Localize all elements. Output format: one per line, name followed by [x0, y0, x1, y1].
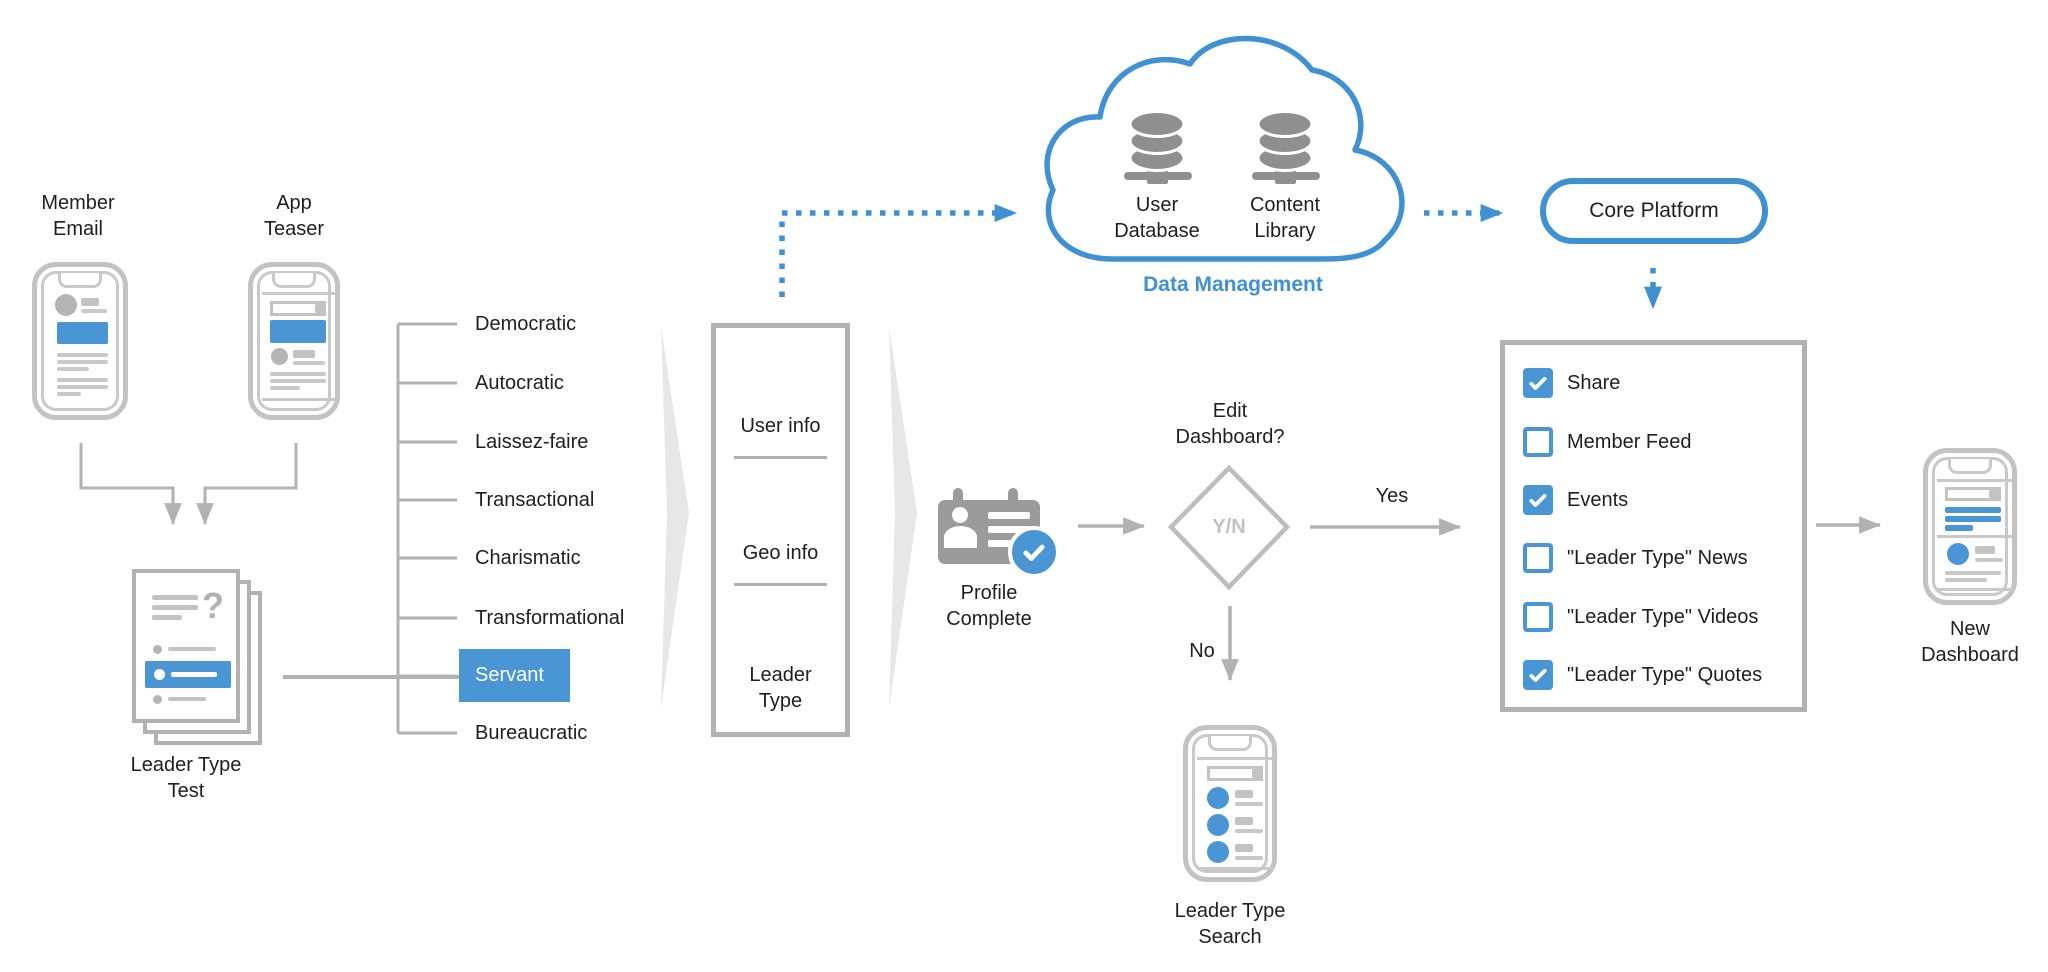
profile-complete-label: Profile Complete: [946, 582, 1032, 630]
badge-pin-icon: [1008, 488, 1018, 510]
question-mark-glyph: ?: [202, 585, 224, 626]
leader-type-label: Transformational: [475, 607, 625, 629]
checkbox-videos[interactable]: [1523, 602, 1553, 632]
leader-type-item-selected: Servant: [459, 649, 570, 702]
phone-screen: [1192, 734, 1268, 873]
cloud-shape: [1044, 35, 1405, 262]
profile-complete-check-icon: [1008, 526, 1060, 578]
badge-pin-icon: [953, 488, 963, 510]
leader-test-label: Leader Type Test: [130, 754, 242, 802]
content-library-icon: [1252, 110, 1320, 184]
profile-info-box: User info Geo info Leader Type: [711, 323, 850, 737]
leader-type-item: Autocratic: [459, 357, 649, 410]
core-platform-node: Core Platform: [1540, 178, 1768, 244]
user-database-icon: [1124, 110, 1192, 184]
dotted-arrow-profile-to-cloud: [779, 204, 1018, 297]
phone-notch: [272, 273, 316, 288]
leader-type-item: Transactional: [459, 474, 649, 527]
checkbox-member-feed[interactable]: [1523, 427, 1553, 457]
option-label: "Leader Type" News: [1567, 546, 1748, 569]
option-label: Member Feed: [1567, 430, 1692, 453]
leader-type-label: Democratic: [475, 313, 577, 335]
checkbox-quotes[interactable]: [1523, 660, 1553, 690]
leader-search-phone-icon: [1183, 725, 1277, 882]
funnel-chevron-right: [889, 327, 917, 708]
option-label: "Leader Type" Quotes: [1567, 663, 1763, 686]
yes-label: Yes: [1375, 485, 1409, 507]
app-teaser-label: App Teaser: [263, 192, 325, 240]
option-label: Share: [1567, 371, 1621, 394]
phone-screen: [257, 271, 331, 411]
check-icon: [1529, 493, 1547, 507]
merge-arrows: [79, 443, 298, 526]
checkbox-events[interactable]: [1523, 485, 1553, 515]
option-row: Member Feed: [1523, 427, 1692, 457]
new-dashboard-phone-icon: [1923, 448, 2017, 605]
no-label: No: [1189, 640, 1215, 662]
phone-notch: [1948, 459, 1992, 474]
leader-type-label: Transactional: [475, 489, 595, 511]
leader-type-label: Bureaucratic: [475, 722, 588, 744]
option-label: Events: [1567, 488, 1629, 511]
option-row: Events: [1523, 485, 1628, 515]
leader-type-bracket: [396, 322, 457, 735]
member-email-label: Member Email: [41, 192, 115, 240]
content-library-label: Content Library: [1249, 194, 1321, 242]
leader-type-section-label: Leader Type: [749, 664, 812, 712]
user-info-label: User info: [740, 415, 821, 437]
geo-info-label: Geo info: [742, 542, 819, 564]
leader-type-item: Democratic: [459, 298, 649, 351]
option-row: "Leader Type" News: [1523, 543, 1748, 573]
option-row: Share: [1523, 368, 1620, 398]
app-teaser-phone-icon: [248, 262, 340, 420]
selected-answer-highlight: [145, 661, 231, 688]
leader-type-item: Charismatic: [459, 532, 649, 585]
member-email-phone-icon: [32, 262, 128, 420]
leader-type-item: Bureaucratic: [459, 707, 649, 760]
check-icon: [1529, 376, 1547, 390]
phone-screen: [41, 271, 119, 411]
leader-type-item: Transformational: [459, 592, 649, 645]
decision-node-label: Y/N: [1212, 516, 1246, 538]
funnel-chevron-left: [661, 327, 689, 708]
user-database-label: User Database: [1114, 194, 1200, 242]
checkbox-share[interactable]: [1523, 368, 1553, 398]
dashboard-options-box: Share Member Feed Events "Leader Type" N…: [1500, 340, 1807, 712]
option-label: "Leader Type" Videos: [1567, 605, 1759, 628]
option-row: "Leader Type" Quotes: [1523, 660, 1762, 690]
option-row: "Leader Type" Videos: [1523, 602, 1758, 632]
phone-screen: [1932, 457, 2008, 596]
leader-type-label: Laissez-faire: [475, 431, 589, 453]
leader-type-item: Laissez-faire: [459, 416, 649, 469]
test-doc-sheet-front: ?: [132, 569, 240, 723]
core-platform-label: Core Platform: [1589, 199, 1719, 222]
leader-type-label: Charismatic: [475, 547, 581, 569]
decision-diamond: [1167, 464, 1291, 591]
leader-type-label: Autocratic: [475, 372, 564, 394]
decision-question-label: Edit Dashboard?: [1175, 400, 1285, 448]
new-dashboard-label: New Dashboard: [1921, 618, 2019, 666]
phone-notch: [58, 273, 102, 288]
check-icon: [1529, 668, 1547, 682]
checkbox-news[interactable]: [1523, 543, 1553, 573]
leader-type-label: Servant: [475, 664, 544, 686]
phone-notch: [1208, 736, 1252, 751]
leader-search-label: Leader Type Search: [1174, 900, 1286, 948]
data-management-title: Data Management: [1143, 273, 1323, 296]
